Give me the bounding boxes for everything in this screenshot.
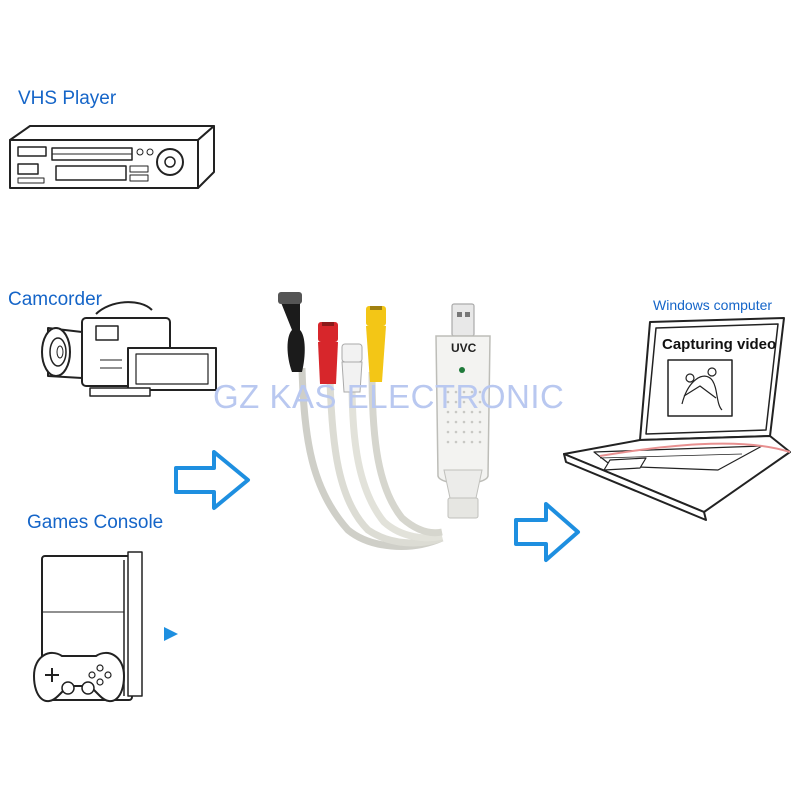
arrow-right-icon bbox=[174, 450, 250, 510]
arrow-right-icon bbox=[514, 502, 580, 562]
watermark: GZ KAS ELECTRONIC bbox=[213, 378, 565, 415]
laptop-icon bbox=[563, 317, 791, 521]
vhs-player-icon bbox=[9, 125, 215, 189]
camcorder-icon bbox=[41, 301, 217, 397]
label-windows-computer: Windows computer bbox=[653, 297, 773, 313]
device-badge: UVC bbox=[451, 341, 477, 355]
usb-capture-dongle-icon bbox=[278, 292, 491, 550]
play-indicator-icon bbox=[164, 627, 178, 641]
label-vhs-player: VHS Player bbox=[18, 88, 117, 109]
laptop-screen-caption: Capturing video bbox=[662, 336, 777, 353]
label-games-console: Games Console bbox=[27, 512, 164, 533]
games-console-icon bbox=[33, 551, 143, 703]
label-camcorder: Camcorder bbox=[8, 289, 102, 310]
